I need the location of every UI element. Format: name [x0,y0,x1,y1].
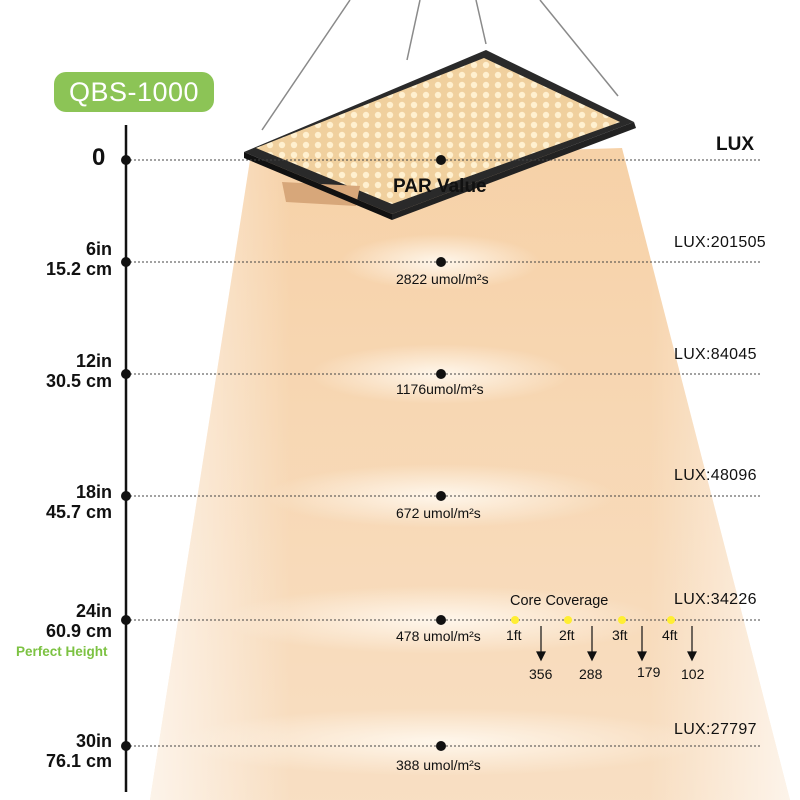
lux-title: LUX [716,134,754,155]
height-cm: 76.1 cm [45,751,112,771]
height-zero-label: 0 [92,144,106,171]
axis-dot [121,257,131,267]
coverage-dot [618,616,626,624]
axis-dot [121,615,131,625]
coverage-value: 179 [637,664,661,680]
center-dot [436,615,446,625]
height-label: 18in 45.7 cm [12,482,112,522]
height-cm: 15.2 cm [45,259,112,279]
coverage-value: 102 [681,666,705,682]
coverage-distance: 3ft [612,627,628,643]
coverage-value: 288 [579,666,603,682]
height-cm: 45.7 cm [45,502,112,522]
axis-dot [121,491,131,501]
height-cm: 30.5 cm [45,371,112,391]
led-panel [244,50,636,220]
par-value: 672 umol/m²s [396,505,481,521]
lux-value: LUX:27797 [674,721,757,738]
lux-value: LUX:201505 [674,234,766,251]
core-coverage-title: Core Coverage [510,593,609,609]
coverage-distance: 2ft [559,627,575,643]
par-value: 478 umol/m²s [396,628,481,644]
coverage-dot [667,616,675,624]
height-label: 6in 15.2 cm [12,239,112,279]
par-title: PAR Value [393,176,487,197]
center-dot [436,491,446,501]
axis-dot [121,369,131,379]
perfect-height-label: Perfect Height [16,644,108,659]
model-badge: QBS-1000 [54,72,214,112]
coverage-dot [511,616,519,624]
height-cm: 60.9 cm [45,621,112,641]
coverage-distance: 4ft [662,627,678,643]
coverage-value: 356 [529,666,553,682]
height-label: 12in 30.5 cm [12,351,112,391]
axis-dots [121,155,131,751]
center-dot [436,257,446,267]
height-label: 24in 60.9 cm [12,601,112,641]
hanging-cables [261,0,619,131]
center-dot [436,741,446,751]
height-inch: 18in [75,482,112,502]
lux-value: LUX:34226 [674,591,757,608]
par-value: 388 umol/m²s [396,757,481,773]
axis-dot [121,741,131,751]
center-dot [436,155,446,165]
lux-value: LUX:84045 [674,346,757,363]
par-value: 2822 umol/m²s [396,271,489,287]
height-inch: 30in [75,731,112,751]
center-dots [436,155,446,751]
par-value: 1176umol/m²s [396,381,484,397]
height-inch: 24in [75,601,112,621]
height-label: 30in 76.1 cm [12,731,112,771]
center-dot [436,369,446,379]
coverage-arrows [536,626,697,662]
axis-dot [121,155,131,165]
coverage-dots [511,616,675,624]
height-inch: 6in [85,239,112,259]
coverage-distance: 1ft [506,627,522,643]
lux-value: LUX:48096 [674,467,757,484]
coverage-dot [564,616,572,624]
height-inch: 12in [75,351,112,371]
